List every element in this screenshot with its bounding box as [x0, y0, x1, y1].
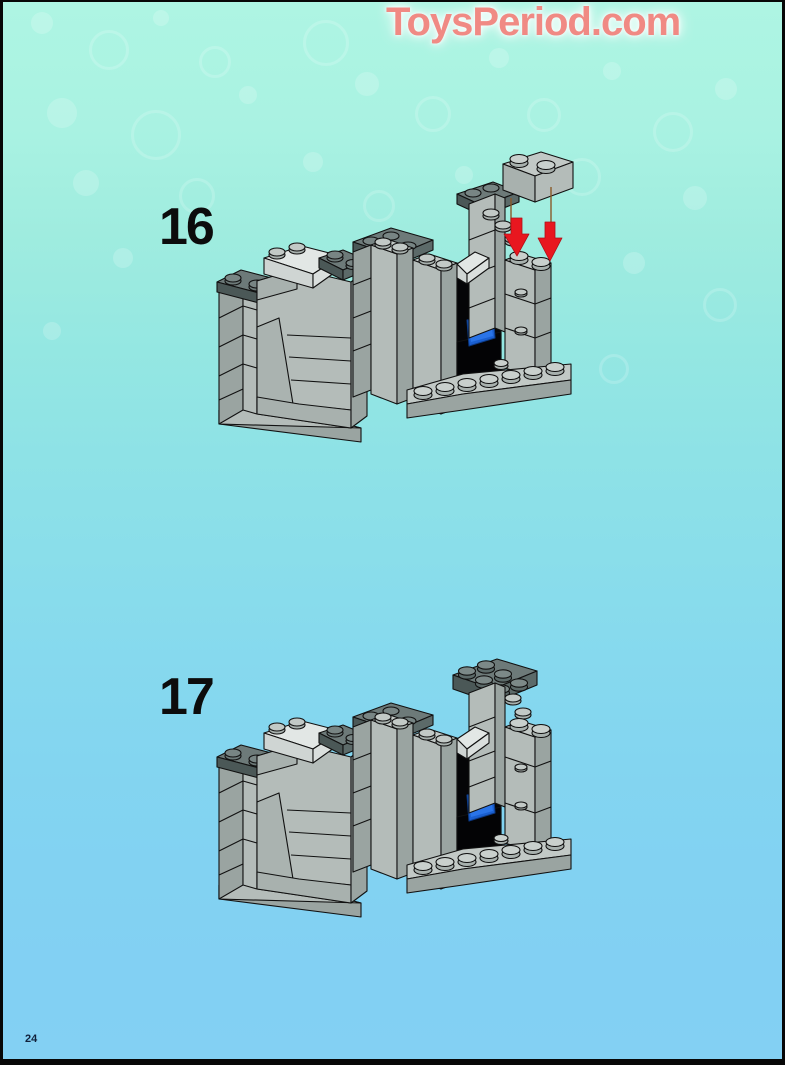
- right-front-column-17: [504, 717, 552, 854]
- right-tower-back-column-17: [468, 682, 506, 814]
- watermark-toysperiod: ToysPeriod.com: [386, 0, 681, 44]
- right-tower-upper-studs-17: [504, 693, 532, 720]
- main-baseplate-17: [406, 833, 572, 894]
- main-baseplate: [406, 358, 572, 419]
- step-number-16: 16: [159, 198, 215, 256]
- step-17-illustration: [201, 657, 591, 927]
- placement-arrow-left: [503, 198, 530, 257]
- page-number: 24: [25, 1033, 38, 1045]
- right-white-slope-17: [456, 726, 490, 760]
- left-pillar-17: [218, 751, 258, 900]
- center-wall-panel-1: [370, 237, 414, 405]
- center-wall-panel-2: [412, 253, 458, 415]
- right-front-column: [504, 250, 552, 379]
- left-wall-body: [256, 268, 352, 429]
- step-number-17: 17: [159, 668, 215, 726]
- placement-arrow-right: [537, 187, 563, 262]
- center-back-panel: [352, 244, 372, 398]
- left-top-studs: [268, 242, 306, 260]
- center-back-panel-17: [352, 719, 372, 873]
- step-16-illustration: [201, 142, 591, 452]
- right-white-slope: [456, 251, 490, 285]
- new-part-brick-1x2: [502, 151, 574, 203]
- left-top-studs-17: [268, 717, 306, 735]
- left-wall-body-17: [256, 743, 352, 904]
- center-wall-panel-1-17: [370, 712, 414, 880]
